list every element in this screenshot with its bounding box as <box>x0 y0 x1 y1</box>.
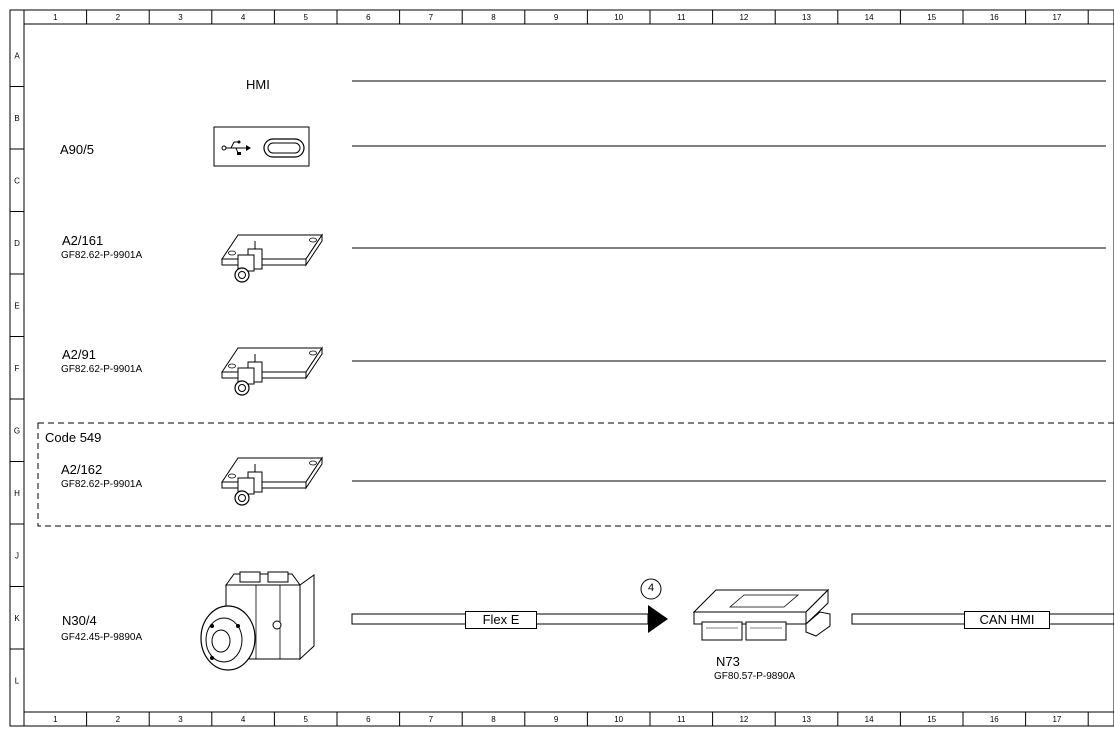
antenna-board-icon <box>221 234 323 283</box>
component-ref-a2-91: A2/91 <box>62 347 96 362</box>
bus-label-flex-e: Flex E <box>465 611 537 629</box>
usb-port-icon <box>213 126 310 167</box>
code-group-label: Code 549 <box>45 430 102 445</box>
row-label-E: E <box>14 301 19 310</box>
row-label-K: K <box>14 614 20 623</box>
column-label-7: 7 <box>429 715 434 724</box>
bus-label-can-hmi: CAN HMI <box>964 611 1050 629</box>
component-ref-a2-162: A2/162 <box>61 462 103 477</box>
column-label-4: 4 <box>241 715 246 724</box>
column-label-16: 16 <box>990 13 999 22</box>
column-label-14: 14 <box>865 715 874 724</box>
component-ref-n73: N73 <box>716 654 740 669</box>
column-label-1: 1 <box>53 13 58 22</box>
column-label-9: 9 <box>554 715 559 724</box>
part-number-a2-161: GF82.62-P-9901A <box>61 250 143 261</box>
column-label-15: 15 <box>927 13 936 22</box>
column-label-5: 5 <box>303 715 308 724</box>
column-label-3: 3 <box>178 715 183 724</box>
column-label-15: 15 <box>927 715 936 724</box>
column-label-12: 12 <box>739 13 748 22</box>
row-label-B: B <box>14 114 19 123</box>
column-label-17: 17 <box>1052 715 1061 724</box>
column-label-6: 6 <box>366 13 371 22</box>
column-grid: 1122334455667788991010111112121313141415… <box>53 10 1089 726</box>
column-label-4: 4 <box>241 13 246 22</box>
control-module-icon <box>692 588 831 641</box>
component-ref-a90-5: A90/5 <box>60 142 94 157</box>
column-label-14: 14 <box>865 13 874 22</box>
row-label-G: G <box>14 426 20 435</box>
column-label-11: 11 <box>677 715 686 724</box>
row-label-A: A <box>14 51 20 60</box>
code-group-box <box>37 422 1114 527</box>
column-label-1: 1 <box>53 715 58 724</box>
callout-number: 4 <box>647 582 655 594</box>
column-label-17: 17 <box>1052 13 1061 22</box>
column-label-13: 13 <box>802 715 811 724</box>
component-ref-n30-4: N30/4 <box>62 613 97 628</box>
part-number-n73: GF80.57-P-9890A <box>714 671 796 682</box>
part-number-a2-162: GF82.62-P-9901A <box>61 479 143 490</box>
column-label-3: 3 <box>178 13 183 22</box>
row-label-F: F <box>15 364 20 373</box>
column-label-11: 11 <box>677 13 686 22</box>
row-label-H: H <box>14 489 20 498</box>
column-label-7: 7 <box>429 13 434 22</box>
column-label-2: 2 <box>116 715 121 724</box>
row-grid: A B C D E F G H J K L <box>10 51 24 685</box>
row-label-J: J <box>15 551 19 560</box>
column-label-10: 10 <box>614 715 623 724</box>
part-number-a2-91: GF82.62-P-9901A <box>61 364 143 375</box>
row-label-C: C <box>14 176 20 185</box>
column-label-9: 9 <box>554 13 559 22</box>
row-label-L: L <box>15 676 20 685</box>
column-label-8: 8 <box>491 13 496 22</box>
antenna-board-icon <box>221 347 323 396</box>
column-label-16: 16 <box>990 715 999 724</box>
row-label-D: D <box>14 239 20 248</box>
antenna-board-icon <box>221 457 323 506</box>
callout-circle <box>640 578 662 600</box>
column-label-13: 13 <box>802 13 811 22</box>
column-label-2: 2 <box>116 13 121 22</box>
hmi-label: HMI <box>246 77 270 92</box>
column-label-12: 12 <box>739 715 748 724</box>
column-label-10: 10 <box>614 13 623 22</box>
column-label-6: 6 <box>366 715 371 724</box>
esp-control-unit-icon <box>200 571 315 671</box>
column-label-8: 8 <box>491 715 496 724</box>
component-ref-a2-161: A2/161 <box>62 233 104 248</box>
column-label-5: 5 <box>303 13 308 22</box>
part-number-n30-4: GF42.45-P-9890A <box>61 632 143 643</box>
